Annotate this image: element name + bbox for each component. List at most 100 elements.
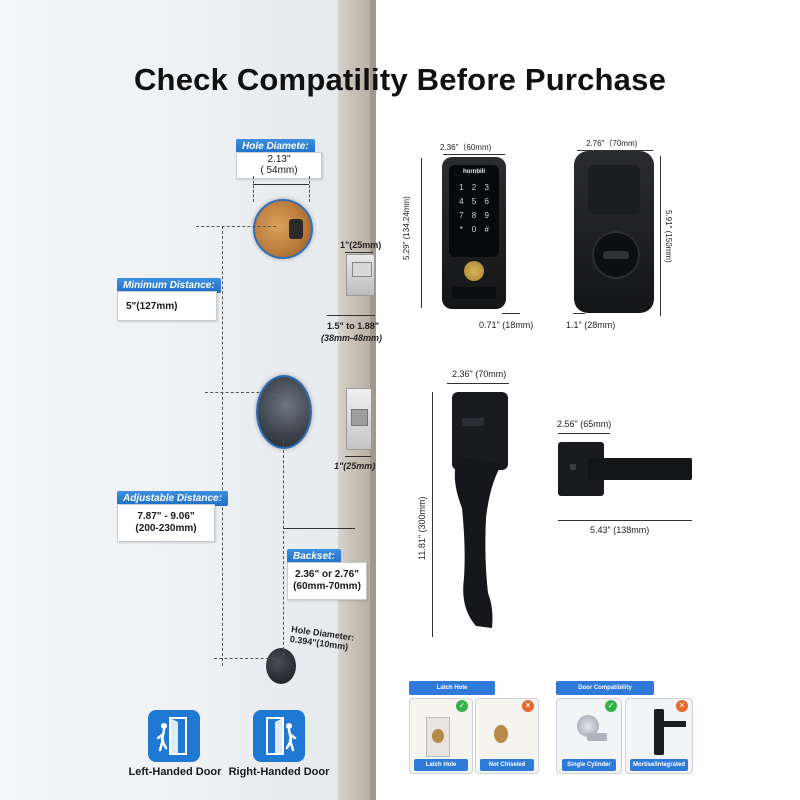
lever-rosette — [558, 442, 604, 496]
back-lock — [574, 151, 654, 313]
right-door-label: Right-Handed Door — [228, 766, 330, 778]
lever-arm — [588, 458, 692, 480]
min-distance-tag: Minimum Distance: — [117, 278, 221, 293]
keypad-key[interactable]: 7 — [459, 211, 464, 220]
latch-range-line — [327, 315, 375, 316]
latch-plate-bottom — [346, 388, 372, 450]
keypad-key[interactable]: 6 — [484, 197, 489, 206]
backset-mm: (60mm-70mm) — [293, 581, 361, 592]
latch-plate-top — [346, 254, 375, 296]
handle-grip — [454, 456, 502, 628]
single-cylinder-label: Single Cylinder — [562, 759, 616, 771]
battery-cover — [588, 165, 640, 215]
back-lock-height: 5.91" (150mm) — [664, 210, 673, 263]
unchiseled-hole — [494, 725, 508, 743]
backset-line — [283, 528, 355, 529]
latch-range: 1.5" to 1.88" — [327, 321, 380, 331]
knob-icon — [577, 715, 599, 737]
front-lock-depth-in: 0.71" — [479, 320, 500, 330]
adjustable-distance-tag: Adjustable Distance: — [117, 491, 228, 506]
door-compat-tag: Door Compatibility — [556, 681, 654, 695]
keypad-key[interactable]: 9 — [484, 211, 489, 220]
backset-inch: 2.36" or 2.76" — [295, 569, 359, 580]
front-lock-depth: 0.71" (18mm) — [479, 320, 533, 330]
front-lock-width: 2.36"（60mm) — [440, 143, 492, 152]
hole-dim-ext-left — [253, 176, 254, 202]
latch-hole-ok-label: Latch Hole — [414, 759, 468, 771]
small-hole — [266, 648, 296, 684]
latch-hole-tag: Latch Hole — [409, 681, 495, 695]
keypad-key[interactable]: 4 — [459, 197, 464, 206]
latch-top-width: 1"(25mm) — [340, 240, 382, 250]
keypad-key[interactable]: 0 — [471, 225, 477, 234]
keypad-key[interactable]: # — [484, 225, 489, 234]
back-lock-depth-in: 1.1" — [566, 320, 582, 330]
latch-hole-plate — [426, 717, 450, 757]
keypad-key[interactable]: 2 — [471, 183, 477, 192]
lever-svg — [558, 442, 692, 496]
cross-icon: ✕ — [522, 700, 534, 712]
keypad-key[interactable]: 5 — [471, 197, 477, 206]
hole-diameter-mm: ( 54mm) — [260, 165, 298, 176]
left-door-label: Left-Handed Door — [128, 766, 222, 778]
distance-vertical-line — [222, 226, 223, 666]
handle-svg — [452, 392, 508, 628]
front-lock-height-line — [421, 158, 422, 308]
adj-dist-bottom-line — [214, 658, 274, 659]
key-icon — [587, 733, 607, 741]
keypad-key[interactable]: * — [459, 225, 463, 234]
adjustable-distance-mm: (200-230mm) — [135, 523, 197, 534]
key-cylinder — [464, 261, 484, 281]
handle-height: 11.81" (300mm) — [417, 496, 427, 560]
handle-width-line — [447, 383, 509, 384]
fingerprint-sensor — [452, 287, 496, 299]
not-chiseled-label: Not Chiseled — [480, 759, 534, 771]
hole-diameter-box: 2.13" ( 54mm) — [236, 152, 322, 179]
keypad-key[interactable]: 3 — [484, 183, 489, 192]
lever-depth: 2.56" (65mm) — [557, 419, 612, 429]
back-lock-depth: 1.1" (28mm) — [566, 320, 615, 330]
backset-tag: Backset: — [287, 549, 341, 564]
latch-bottom-width-line — [345, 456, 371, 457]
keypad-key[interactable]: 8 — [471, 211, 477, 220]
latch-top-width-line — [345, 252, 373, 253]
lever-screw — [570, 464, 576, 470]
mortise-handle-icon — [664, 721, 686, 727]
right-door-svg — [266, 717, 297, 755]
door-edge-shadow — [370, 0, 376, 800]
handle-height-line — [432, 392, 433, 637]
adjustable-distance-inch: 7.87" - 9.06" — [137, 511, 195, 522]
check-icon: ✓ — [605, 700, 617, 712]
front-lock-brand: hornbill — [463, 169, 485, 175]
front-lock-height: 5.29" (134.24mm) — [402, 196, 411, 260]
backset-center-line — [283, 440, 284, 655]
keypad-key[interactable]: 1 — [459, 183, 464, 192]
back-lock-width: 2.76"（70mm) — [586, 139, 638, 148]
min-dist-bottom-line — [205, 392, 280, 393]
back-lock-depth-mm: (28mm) — [584, 320, 616, 330]
latch-range-mm: (38mm-48mm) — [321, 333, 383, 343]
front-lock-depth-line — [502, 313, 520, 314]
backset-box: 2.36" or 2.76" (60mm-70mm) — [287, 562, 367, 600]
hole-dim-line — [253, 184, 309, 185]
right-door-icon — [253, 710, 305, 762]
page-title: Check Compatility Before Purchase — [133, 62, 667, 97]
latch-bottom-width: 1"(25mm) — [334, 461, 376, 471]
front-lock-depth-mm: (18mm) — [502, 320, 534, 330]
adjustable-distance-box: 7.87" - 9.06" (200-230mm) — [117, 504, 215, 542]
hole-diameter-tag: Hole Diamete: — [236, 139, 315, 154]
back-lock-height-line — [660, 156, 661, 316]
mortise-plate-icon — [654, 709, 664, 755]
latch-bolt-bottom — [351, 409, 368, 426]
lever-length-line — [558, 520, 692, 521]
left-door-icon — [148, 710, 200, 762]
bore-hole-top — [253, 199, 313, 259]
lever-length: 5.43" (138mm) — [590, 525, 650, 535]
min-distance-box: 5"(127mm) — [117, 291, 217, 321]
back-lock-width-line — [577, 150, 653, 151]
lever-depth-line — [558, 433, 610, 434]
cross-icon: ✕ — [676, 700, 688, 712]
min-dist-top-line — [196, 226, 276, 227]
